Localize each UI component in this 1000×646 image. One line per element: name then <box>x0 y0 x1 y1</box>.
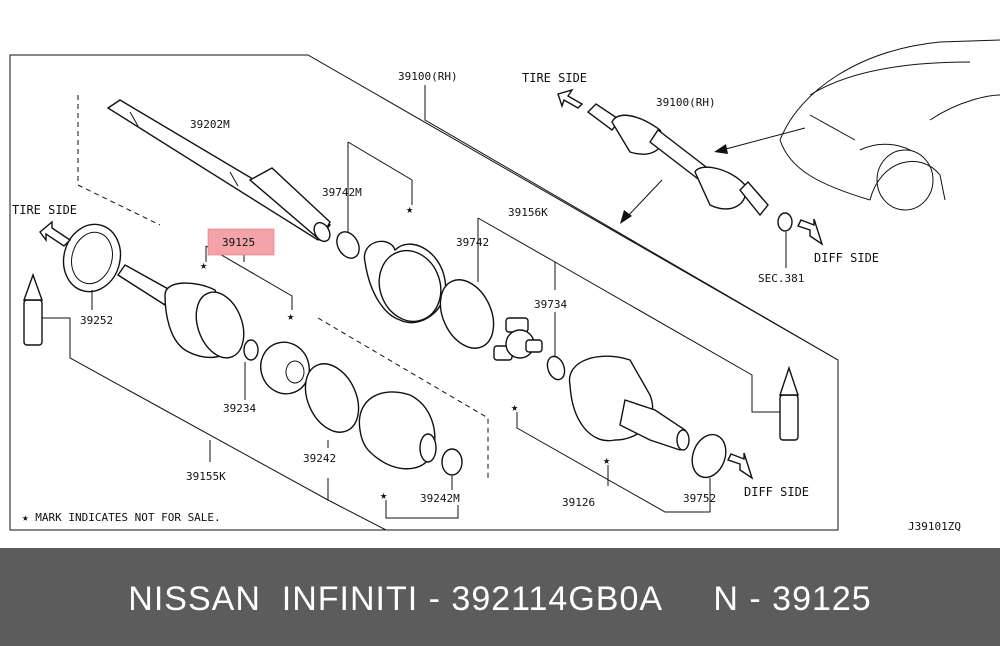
label-39156k: 39156K <box>508 206 548 219</box>
boot-39742 <box>363 240 447 324</box>
housing-39156k <box>568 355 690 451</box>
boot-lower <box>358 391 437 470</box>
inset-driveshaft <box>586 103 793 232</box>
ring-39234 <box>243 339 259 361</box>
label-39126: 39126 <box>562 496 595 509</box>
grease-tube-right <box>779 365 799 441</box>
mark-note: ★ MARK INDICATES NOT FOR SALE. <box>22 511 221 524</box>
inner-race <box>260 341 310 395</box>
label-39242: 39242 <box>303 452 336 465</box>
label-39742m: 39742M <box>322 186 362 199</box>
label-39155k: 39155K <box>186 470 226 483</box>
star-marker: ★ <box>200 258 207 272</box>
label-39252: 39252 <box>80 314 113 327</box>
star-marker: ★ <box>511 400 518 414</box>
snap-ring-39734 <box>546 355 566 381</box>
label-39100rh-main: 39100(RH) <box>398 70 458 83</box>
band-39742 <box>439 279 495 349</box>
outer-joint-39125 <box>117 264 245 359</box>
label-diff-side-bottom: DIFF SIDE <box>744 485 809 499</box>
diagram-code: J39101ZQ <box>908 520 961 533</box>
band-39242m <box>441 448 463 476</box>
label-39100rh-inset: 39100(RH) <box>656 96 716 109</box>
star-marker: ★ <box>603 453 610 467</box>
highlight-39125 <box>207 228 275 256</box>
label-39742: 39742 <box>456 236 489 249</box>
star-marker: ★ <box>406 202 413 216</box>
dashed-region-lower <box>317 317 489 478</box>
label-39202m: 39202M <box>190 118 230 131</box>
seal-39252 <box>62 223 122 293</box>
footer-caption: NISSAN INFINITI - 392114GB0A N - 39125 <box>128 580 872 618</box>
snap-ring-39742m <box>336 231 360 259</box>
star-marker: ★ <box>380 488 387 502</box>
footer-bar: NISSAN INFINITI - 392114GB0A N - 39125 <box>0 548 1000 646</box>
label-39234: 39234 <box>223 402 256 415</box>
label-diff-side-top: DIFF SIDE <box>814 251 879 265</box>
car-outline <box>779 39 1000 211</box>
parts-diagram: ★ ★ ★ ★ ★ ★ 39100(RH) 39100(RH) 39202M 3… <box>9 39 1000 533</box>
grease-tube-left <box>23 272 43 346</box>
label-sec381: SEC.381 <box>758 272 804 285</box>
shaft-39202m <box>77 95 332 243</box>
star-marker: ★ <box>287 309 294 323</box>
label-39242m: 39242M <box>420 492 460 505</box>
label-39752: 39752 <box>683 492 716 505</box>
label-tire-side-left: TIRE SIDE <box>12 203 77 217</box>
label-39125: 39125 <box>222 236 255 249</box>
seal-39752 <box>691 433 727 479</box>
leader-lines <box>42 85 839 531</box>
band-39242 <box>304 363 360 433</box>
diagram-frame <box>9 54 839 531</box>
label-39734: 39734 <box>534 298 567 311</box>
label-tire-side-right: TIRE SIDE <box>522 71 587 85</box>
direction-arrows <box>39 88 824 480</box>
tripod-joint <box>493 317 543 361</box>
